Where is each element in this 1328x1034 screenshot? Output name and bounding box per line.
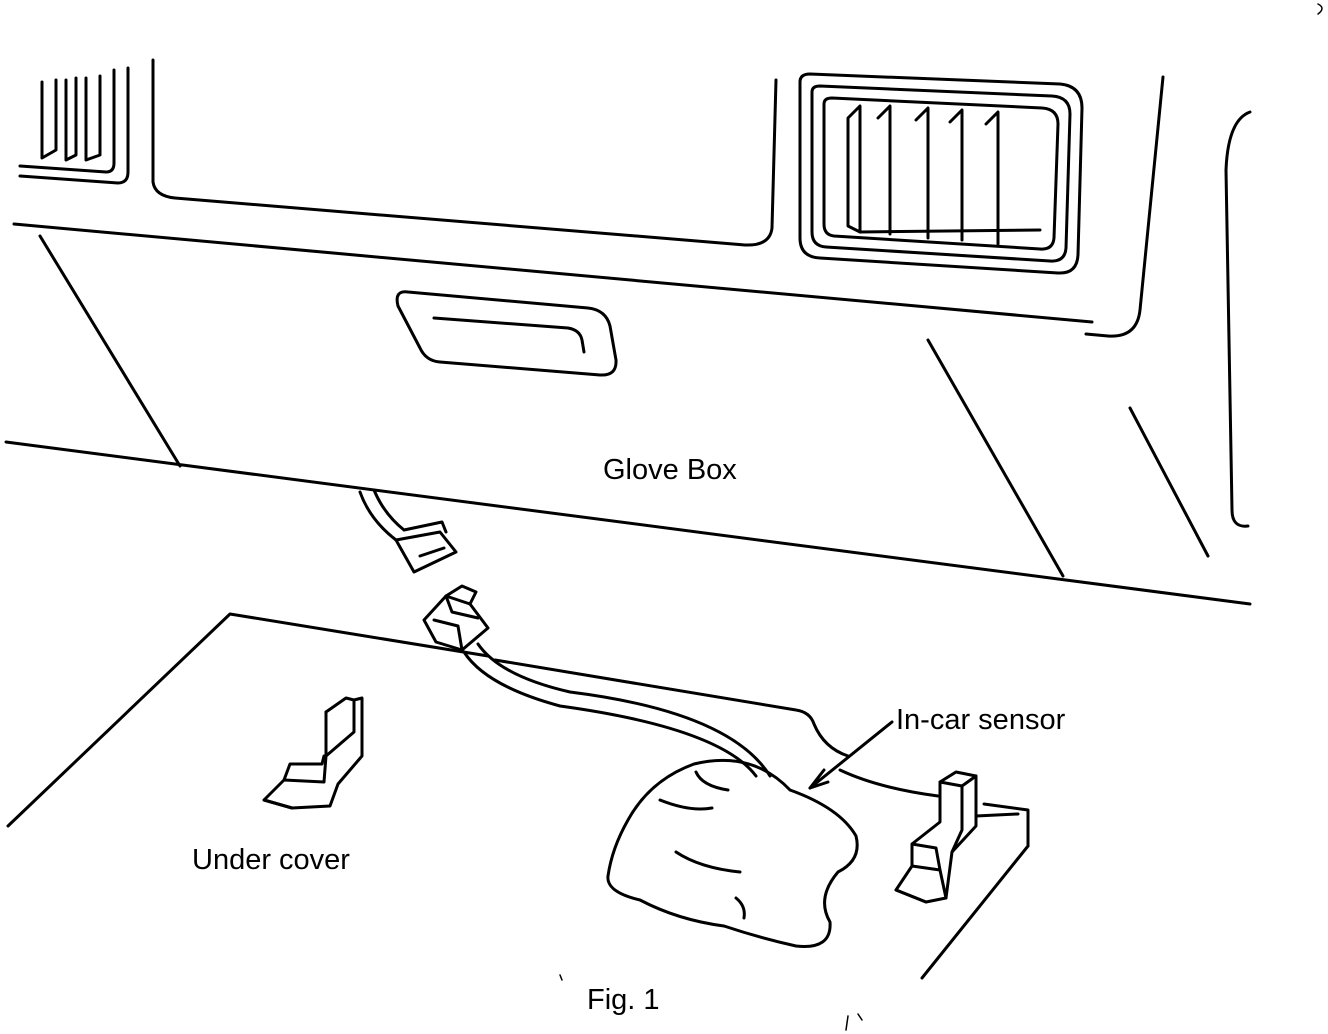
under-cover-clip-right: [896, 772, 976, 902]
glove-box-label: Glove Box: [603, 454, 737, 486]
under-cover-clip-left: [264, 698, 362, 808]
in-car-sensor-label: In-car sensor: [896, 704, 1066, 736]
under-cover-label: Under cover: [192, 844, 350, 876]
harness-upper: [360, 490, 404, 540]
under-cover-panel: [8, 614, 1028, 978]
glove-box: [6, 224, 1250, 604]
lower-connector-icon: [424, 586, 488, 650]
sensor-cable: [464, 644, 770, 776]
upper-connector-icon: [396, 522, 456, 572]
right-air-vent: [800, 74, 1082, 273]
in-car-sensor-icon: [608, 760, 857, 946]
stray-marks: [560, 4, 1322, 1030]
sensor-leader-line: [810, 722, 892, 788]
glove-box-handle: [397, 292, 616, 375]
dashboard-panel: [153, 60, 1250, 556]
figure-caption: Fig. 1: [587, 984, 660, 1016]
left-air-vent: [20, 68, 128, 183]
